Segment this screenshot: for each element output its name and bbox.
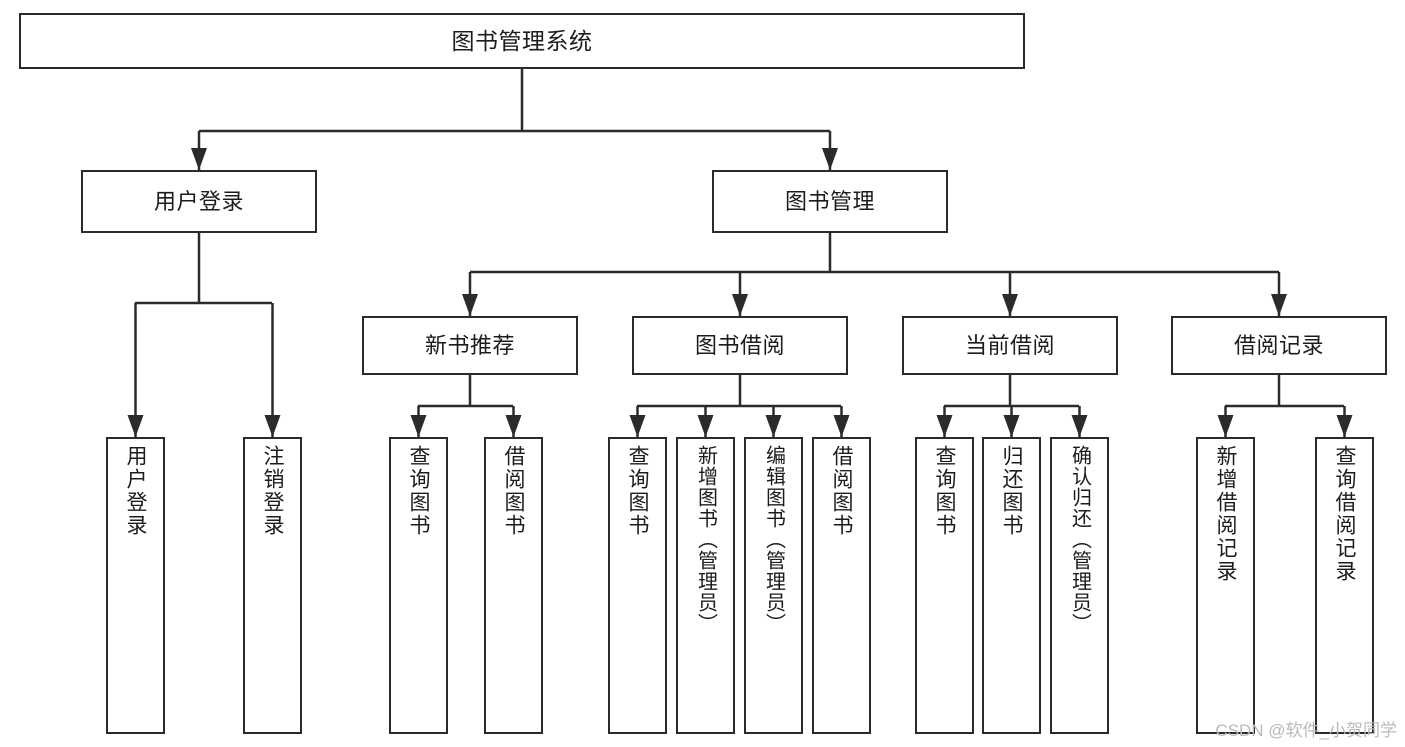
node-borrow-record[interactable]: 借阅记录 [1171,316,1387,375]
arrowhead-leaf-logout [264,415,281,437]
node-label-leaf-logout: 注销登录 [261,445,284,537]
arrowhead-leaf-edit-book [765,415,782,437]
arrowhead-leaf-borrow-book-2 [833,415,850,437]
node-label-leaf-confirm-return: 确认归还（管理员） [1068,445,1091,634]
arrowhead-book-borrow [732,294,748,316]
node-label-leaf-query-book-2: 查询图书 [626,445,649,537]
node-leaf-user-login[interactable]: 用户登录 [106,437,165,734]
arrowhead-leaf-confirm-return [1071,415,1088,437]
node-leaf-borrow-book-2[interactable]: 借阅图书 [812,437,871,734]
node-user-login[interactable]: 用户登录 [81,170,317,233]
arrowhead-new-book-rec [462,294,478,316]
node-new-book-rec[interactable]: 新书推荐 [362,316,578,375]
node-label-leaf-borrow-book-2: 借阅图书 [830,445,853,537]
node-leaf-query-book-1[interactable]: 查询图书 [389,437,448,734]
node-label-new-book-rec: 新书推荐 [424,332,515,358]
node-label-leaf-edit-book: 编辑图书（管理员） [762,445,785,634]
arrowhead-leaf-add-record [1217,415,1234,437]
node-label-leaf-borrow-book-1: 借阅图书 [502,445,525,537]
csdn-watermark: CSDN @软件_小贺同学 [1215,721,1397,740]
node-book-borrow[interactable]: 图书借阅 [632,316,848,375]
node-label-borrow-record: 借阅记录 [1233,332,1324,358]
node-book-manage[interactable]: 图书管理 [712,170,948,233]
arrowhead-leaf-query-book-1 [410,415,427,437]
node-label-leaf-user-login: 用户登录 [124,445,147,537]
node-leaf-borrow-book-1[interactable]: 借阅图书 [484,437,543,734]
arrowhead-leaf-add-book [697,415,714,437]
arrowhead-leaf-query-book-2 [629,415,646,437]
node-label-book-borrow: 图书借阅 [694,332,785,358]
node-leaf-logout[interactable]: 注销登录 [243,437,302,734]
node-leaf-query-book-2[interactable]: 查询图书 [608,437,667,734]
arrowhead-leaf-query-record [1336,415,1353,437]
node-leaf-add-record[interactable]: 新增借阅记录 [1196,437,1255,734]
node-label-root: 图书管理系统 [451,27,593,54]
arrowhead-leaf-return-book [1003,415,1020,437]
arrowhead-book-manage [822,148,838,170]
node-label-current-borrow: 当前借阅 [964,332,1055,358]
arrowhead-leaf-user-login [127,415,144,437]
node-leaf-return-book[interactable]: 归还图书 [982,437,1041,734]
node-label-leaf-query-record: 查询借阅记录 [1333,445,1356,583]
node-leaf-add-book[interactable]: 新增图书（管理员） [676,437,735,734]
node-leaf-query-record[interactable]: 查询借阅记录 [1315,437,1374,734]
node-label-leaf-add-book: 新增图书（管理员） [694,445,717,634]
node-leaf-edit-book[interactable]: 编辑图书（管理员） [744,437,803,734]
node-label-book-manage: 图书管理 [784,188,875,214]
node-label-leaf-query-book-1: 查询图书 [407,445,430,537]
arrowhead-user-login [191,148,207,170]
node-label-leaf-return-book: 归还图书 [1000,445,1023,537]
node-label-leaf-add-record: 新增借阅记录 [1214,445,1237,583]
arrowhead-leaf-query-book-3 [936,415,953,437]
arrowhead-leaf-borrow-book-1 [505,415,522,437]
node-label-leaf-query-book-3: 查询图书 [933,445,956,537]
node-leaf-confirm-return[interactable]: 确认归还（管理员） [1050,437,1109,734]
arrowhead-current-borrow [1002,294,1018,316]
node-root[interactable]: 图书管理系统 [19,13,1025,69]
node-current-borrow[interactable]: 当前借阅 [902,316,1118,375]
node-leaf-query-book-3[interactable]: 查询图书 [915,437,974,734]
arrowhead-borrow-record [1271,294,1287,316]
node-label-user-login: 用户登录 [153,188,244,214]
